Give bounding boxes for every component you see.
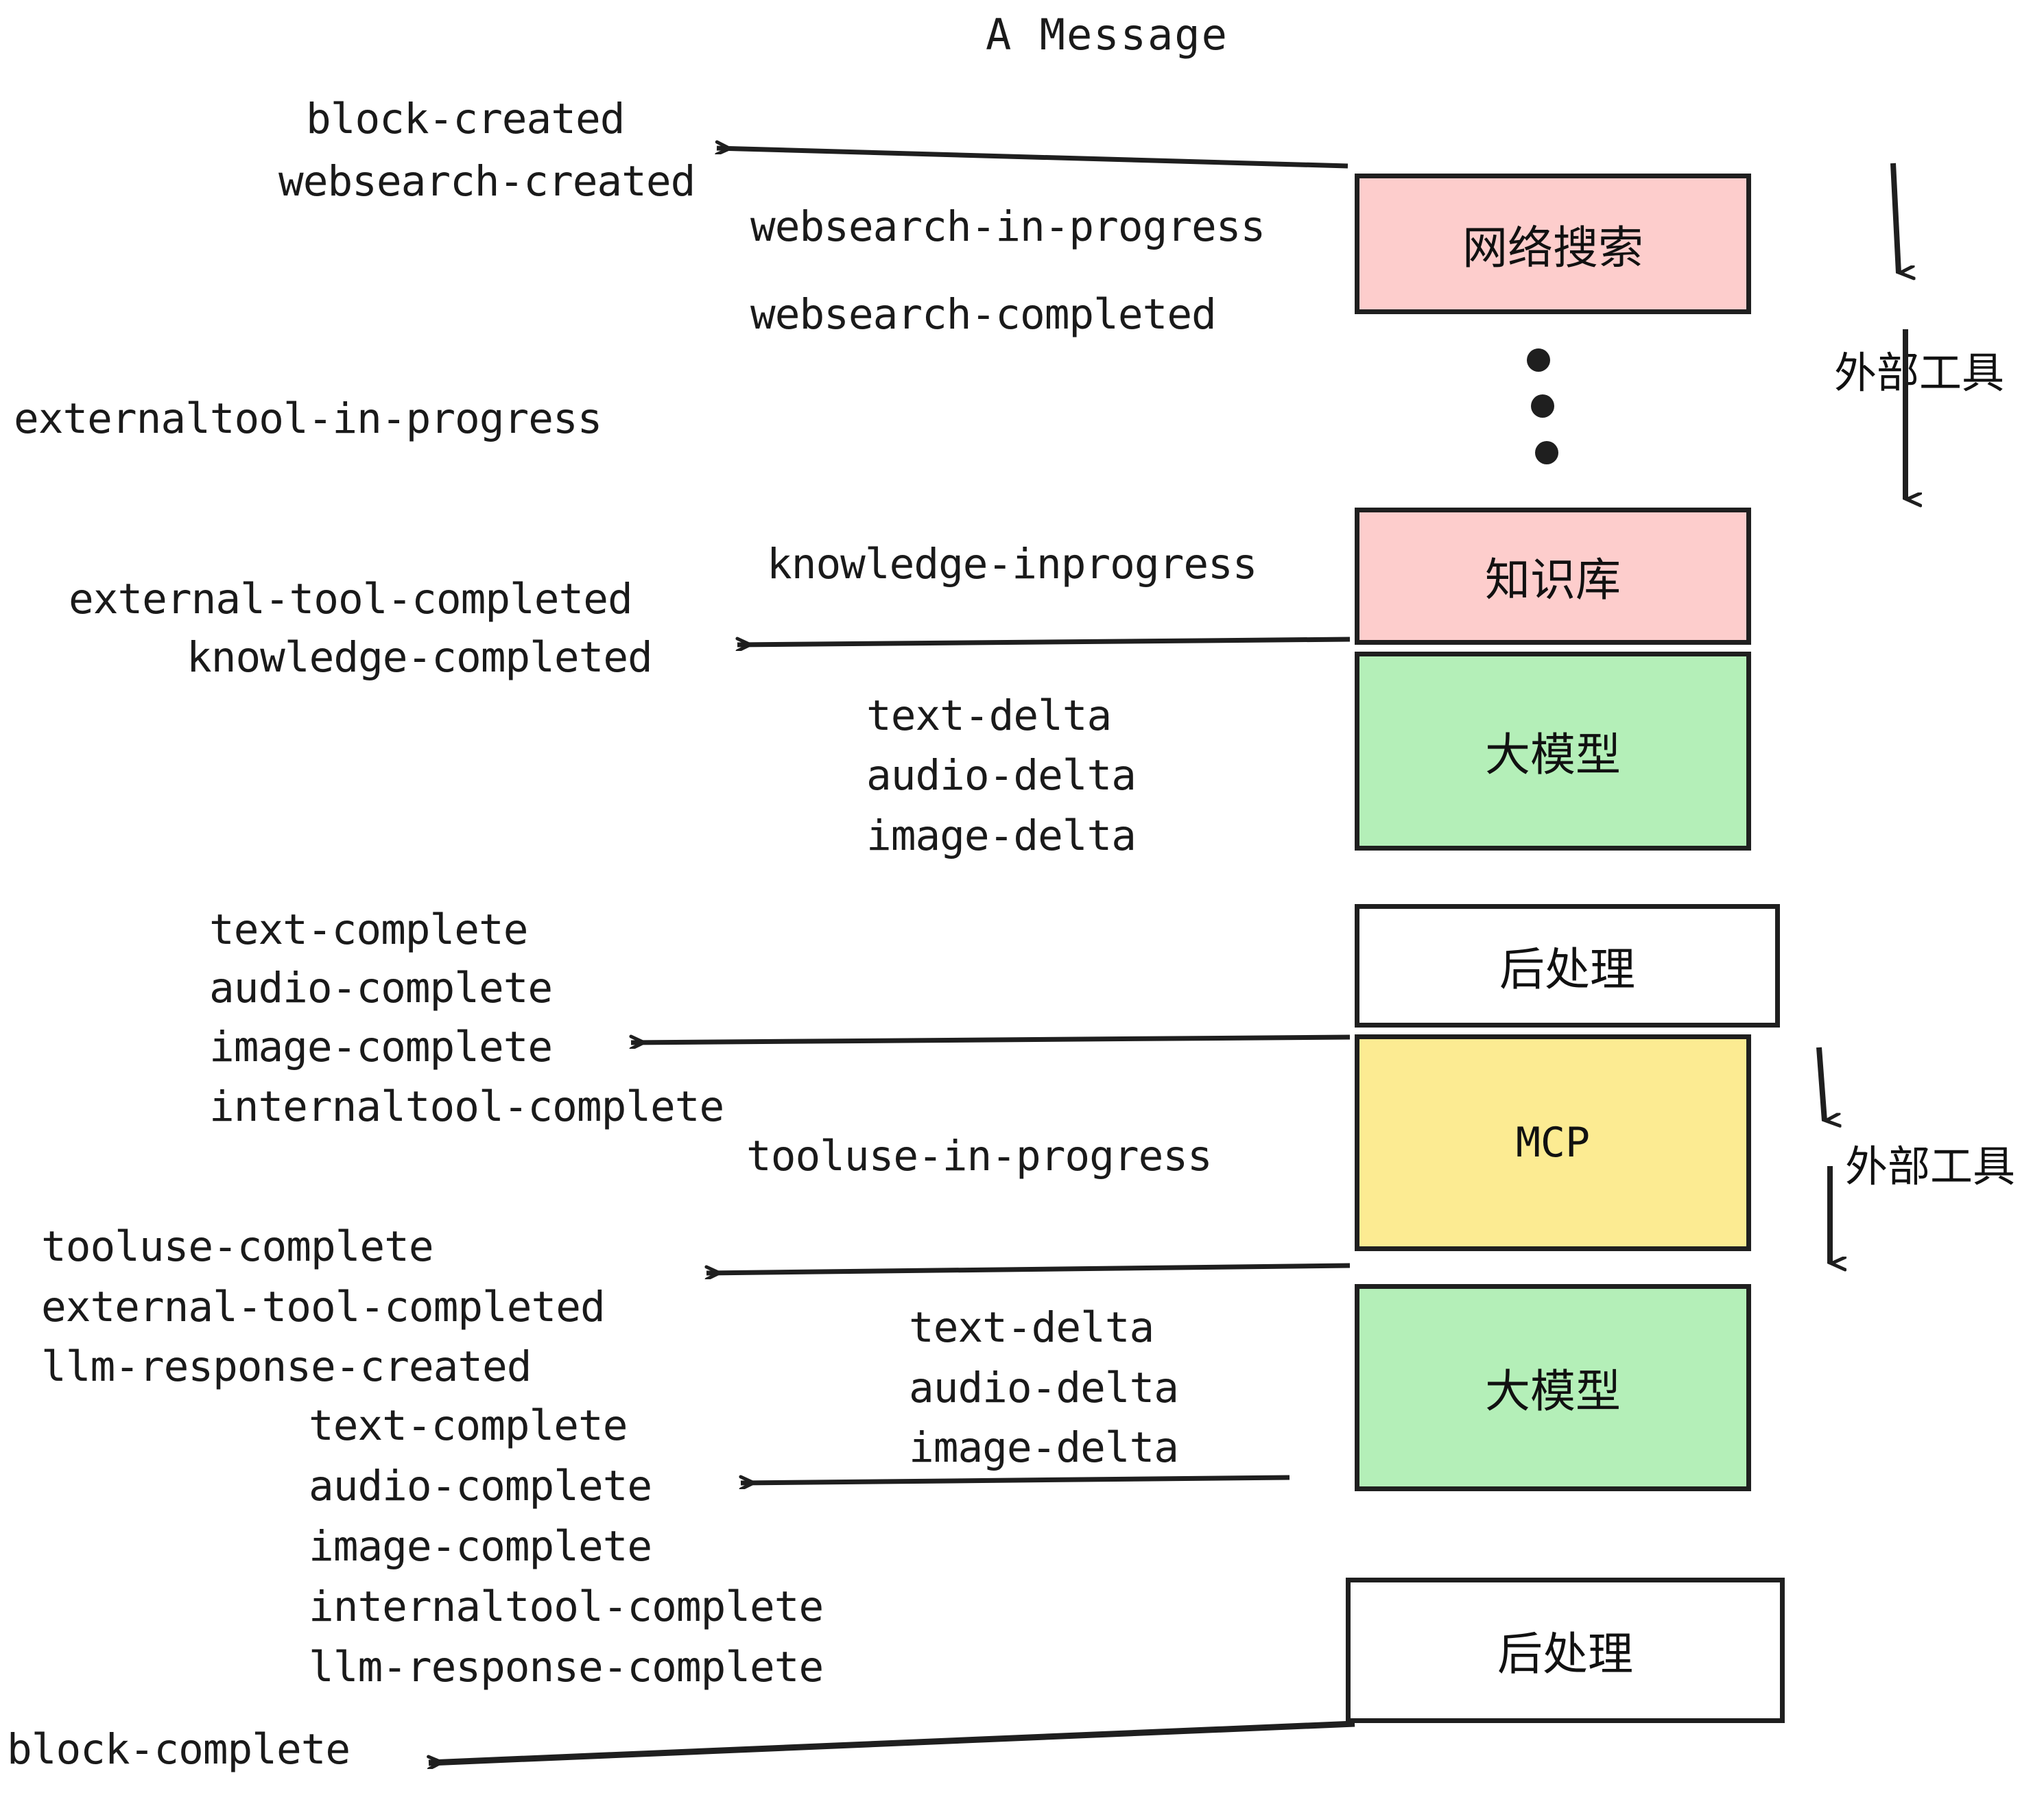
box-mcp[interactable]: MCP	[1355, 1034, 1751, 1251]
event-llm-response-created: llm-response-created	[41, 1342, 532, 1391]
event-image-complete-2: image-complete	[309, 1522, 652, 1571]
arrow-image-complete-1	[631, 1034, 1351, 1043]
arrow-tooluse-complete	[706, 1263, 1351, 1273]
event-text-complete-1: text-complete	[209, 905, 528, 954]
event-audio-delta-1: audio-delta	[866, 751, 1137, 800]
page-title: A Message	[986, 10, 1228, 60]
box-label-llm-1: 大模型	[1485, 728, 1621, 781]
arrow-external-tool-up-top	[1890, 163, 1899, 273]
event-knowledge-inprogress: knowledge-inprogress	[767, 540, 1258, 589]
event-llm-response-complete: llm-response-complete	[309, 1643, 824, 1692]
external-tool-label-top: 外部工具	[1834, 348, 2005, 398]
external-tool-label-bottom: 外部工具	[1845, 1141, 2016, 1191]
event-internaltool-complete-1: internaltool-complete	[209, 1082, 724, 1131]
event-block-complete: block-complete	[7, 1725, 350, 1774]
box-postprocess-2[interactable]: 后处理	[1346, 1578, 1785, 1723]
arrow-block-complete	[429, 1720, 1355, 1763]
box-label-postprocess-2: 后处理	[1497, 1628, 1633, 1681]
box-label-llm-2: 大模型	[1485, 1365, 1621, 1418]
arrow-websearch-created	[717, 148, 1348, 169]
event-image-complete-1: image-complete	[209, 1023, 553, 1071]
event-internaltool-complete-2: internaltool-complete	[309, 1582, 824, 1631]
ellipsis-dot-2	[1531, 394, 1554, 418]
event-tooluse-in-progress: tooluse-in-progress	[746, 1132, 1213, 1180]
box-label-web-search: 网络搜索	[1462, 221, 1643, 274]
event-externaltool-in-progress: externaltool-in-progress	[14, 394, 602, 443]
event-tooluse-complete: tooluse-complete	[41, 1222, 434, 1271]
ellipsis-dot-1	[1527, 348, 1550, 372]
box-postprocess-1[interactable]: 后处理	[1355, 904, 1780, 1028]
arrow-knowledge-completed	[737, 637, 1351, 645]
box-knowledge-base[interactable]: 知识库	[1355, 508, 1751, 645]
box-label-knowledge-base: 知识库	[1485, 554, 1621, 606]
box-web-search[interactable]: 网络搜索	[1355, 174, 1751, 314]
event-text-delta-1: text-delta	[866, 691, 1112, 740]
box-llm-2[interactable]: 大模型	[1355, 1284, 1751, 1491]
event-knowledge-completed: knowledge-completed	[187, 633, 653, 682]
box-label-postprocess-1: 后处理	[1499, 943, 1635, 996]
event-external-tool-completed-2: external-tool-completed	[41, 1283, 606, 1331]
event-text-delta-2: text-delta	[909, 1303, 1154, 1352]
event-text-complete-2: text-complete	[309, 1401, 628, 1450]
event-websearch-in-progress: websearch-in-progress	[750, 202, 1265, 251]
box-llm-1[interactable]: 大模型	[1355, 652, 1751, 851]
ellipsis-dot-3	[1535, 441, 1558, 464]
event-audio-complete-2: audio-complete	[309, 1462, 652, 1510]
event-image-delta-1: image-delta	[866, 811, 1137, 860]
box-label-mcp: MCP	[1515, 1119, 1591, 1167]
arrow-audio-complete-2	[741, 1475, 1290, 1483]
event-websearch-completed: websearch-completed	[750, 290, 1217, 339]
event-block-created: block-created	[306, 95, 625, 143]
event-image-delta-2: image-delta	[909, 1423, 1179, 1472]
event-external-tool-completed-1: external-tool-completed	[69, 575, 633, 624]
event-audio-complete-1: audio-complete	[209, 964, 553, 1012]
event-websearch-created: websearch-created	[278, 157, 696, 206]
event-audio-delta-2: audio-delta	[909, 1364, 1179, 1412]
arrow-external-tool-up-bottom	[1816, 1047, 1825, 1121]
